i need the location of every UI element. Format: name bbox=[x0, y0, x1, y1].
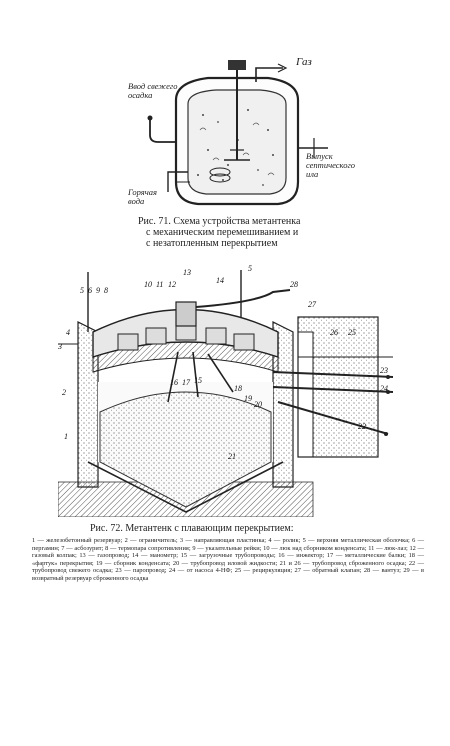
callout-11: 11 bbox=[156, 280, 164, 289]
figure-72-caption-title: Рис. 72. Метантенк с плавающим перекрыти… bbox=[90, 523, 294, 534]
callout-15: 15 bbox=[194, 376, 202, 385]
callout-27: 27 bbox=[308, 300, 316, 309]
callout-12: 12 bbox=[168, 280, 176, 289]
callout-9: 9 bbox=[96, 286, 100, 295]
callout-23: 23 bbox=[380, 366, 388, 375]
label-gas: Газ bbox=[296, 56, 312, 68]
callout-5b: 5 bbox=[248, 264, 252, 273]
callout-5: 5 bbox=[80, 286, 84, 295]
callout-8: 8 bbox=[104, 286, 108, 295]
callout-28: 28 bbox=[290, 280, 298, 289]
callout-19: 19 bbox=[244, 394, 252, 403]
callout-24: 24 bbox=[380, 384, 388, 393]
callout-6: 6 bbox=[88, 286, 92, 295]
callout-18: 18 bbox=[234, 384, 242, 393]
callout-21: 21 bbox=[228, 452, 236, 461]
callout-2: 2 bbox=[62, 388, 66, 397]
callout-26: 26 bbox=[330, 328, 338, 337]
callout-20: 20 bbox=[254, 400, 262, 409]
callout-25: 25 bbox=[348, 328, 356, 337]
figure-71-diagram: Ввод свежего осадка Газ Выпуск септическ… bbox=[128, 56, 356, 210]
methane-tank-scheme-drawing bbox=[147, 60, 328, 206]
label-outlet: Выпуск септического ила bbox=[306, 151, 356, 179]
callout-14: 14 bbox=[216, 276, 224, 285]
callout-4: 4 bbox=[66, 328, 70, 337]
callout-22: 22 bbox=[358, 422, 366, 431]
label-fresh-input: Ввод свежего осадка bbox=[128, 81, 178, 100]
callout-13: 13 bbox=[183, 268, 191, 277]
figure-72-legend: 1 — железобетонный резервуар; 2 — ограни… bbox=[32, 537, 424, 582]
callout-17: 17 bbox=[182, 378, 190, 387]
figure-72-diagram: 5 6 9 8 10 11 12 13 14 5 28 27 26 25 4 3… bbox=[57, 262, 394, 518]
label-hot-water: Горячая вода bbox=[128, 187, 157, 206]
floating-cover-tank-drawing bbox=[57, 270, 394, 518]
callout-10: 10 bbox=[144, 280, 152, 289]
figure-71-caption: Рис. 71. Схема устройства метантенка с м… bbox=[138, 216, 301, 249]
callout-16: 16 bbox=[170, 378, 178, 387]
callout-1: 1 bbox=[64, 432, 68, 441]
callout-3: 3 bbox=[58, 342, 62, 351]
